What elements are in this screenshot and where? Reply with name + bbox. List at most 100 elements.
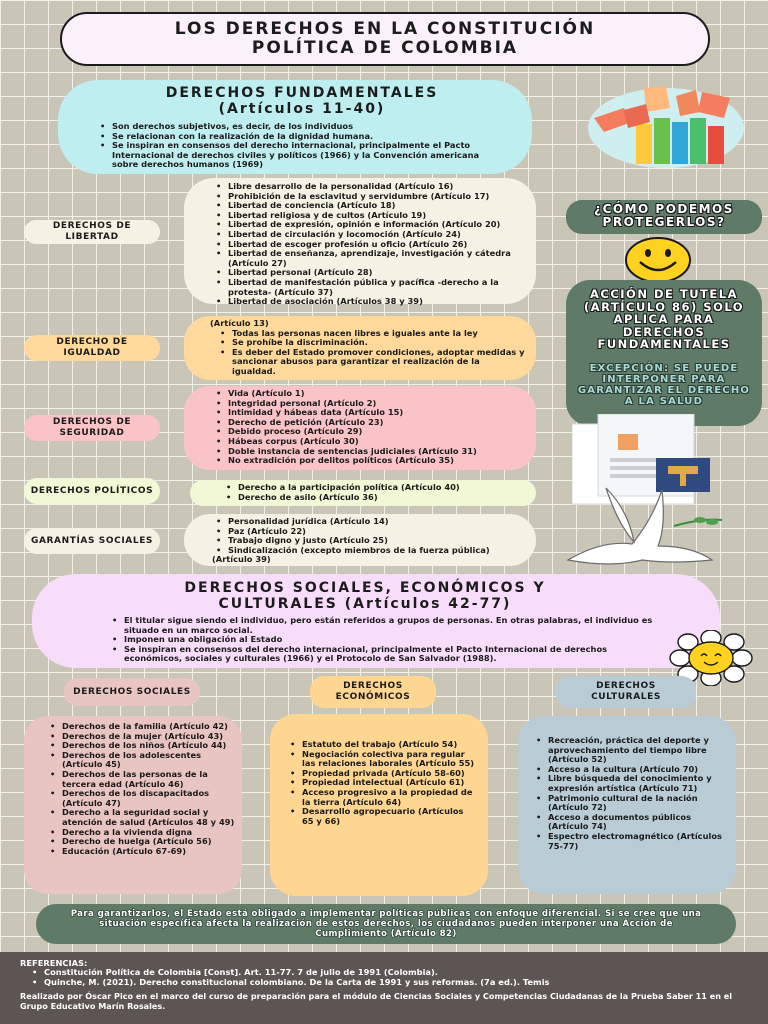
list-item: Desarrollo agropecuario (Artículos 65 y … [288,806,476,826]
politicos-list: Derecho a la participación política (Art… [224,482,526,503]
list-item: Libertad de escoger profesión u oficio (… [214,239,526,250]
page-title-line2: POLÍTICA DE COLOMBIA [251,38,519,58]
politicos-box: Derecho a la participación política (Art… [190,480,536,506]
list-item: Derecho de asilo (Artículo 36) [224,492,526,503]
list-item: Derecho de huelga (Artículo 56) [48,837,236,847]
list-item: Todas las personas nacen libres e iguale… [218,328,526,339]
list-item: Derecho a la participación política (Art… [224,482,526,493]
list-item: No extradición por delitos políticos (Ar… [214,456,526,466]
economicos-box: Estatuto del trabajo (Artículo 54)Negoci… [270,714,488,896]
list-item: Intimidad y hábeas data (Artículo 15) [214,408,526,418]
garantias-box: Personalidad jurídica (Artículo 14)Paz (… [184,514,536,566]
list-item: Propiedad privada (Artículo 58-60) [288,768,476,779]
list-item: Educación (Artículo 67-69) [48,846,236,857]
list-item: Libre búsqueda del conocimiento y expres… [534,774,724,793]
list-item: Prohibición de la esclavitud y servidumb… [214,191,526,202]
list-item: Libertad de conciencia (Artículo 18) [214,201,526,211]
seguridad-box: Vida (Artículo 1)Integridad personal (Ar… [184,386,536,470]
daisy-icon [668,629,754,687]
list-item: Integridad personal (Artículo 2) [214,398,526,409]
page-title-banner: LOS DERECHOS EN LA CONSTITUCIÓN POLÍTICA… [60,12,710,66]
culturales-box: Recreación, práctica del deporte y aprov… [518,716,736,894]
igualdad-list: Todas las personas nacen libres e iguale… [210,328,526,377]
list-item: Propiedad intelectual (Artículo 61) [288,778,476,788]
list-item: Son derechos subjetivos, es decir, de lo… [98,121,506,132]
igualdad-label: DERECHO DE IGUALDAD [24,335,160,361]
sociales-main-box: DERECHOS SOCIALES, ECONÓMICOS Y CULTURAL… [32,574,720,668]
libertad-label: DERECHOS DE LIBERTAD [24,220,160,244]
raised-hands-illustration [584,78,746,170]
dove-icon [562,480,732,572]
legal-document-icon [571,413,720,510]
list-item: Patrimonio cultural de la nación (Artícu… [534,793,724,813]
list-item: Sindicalización (excepto miembros de la … [214,545,526,556]
excepcion-text: EXCEPCIÓN: SE PUEDE INTERPONER PARA GARA… [577,362,751,407]
referencias-title: REFERENCIAS: [20,958,88,968]
economicos-list: Estatuto del trabajo (Artículo 54)Negoci… [288,739,476,826]
list-item: Vida (Artículo 1) [214,388,526,399]
list-item: Libertad de enseñanza, aprendizaje, inve… [214,248,526,268]
referencias-footer: REFERENCIAS: Constitución Política de Co… [0,952,768,1024]
garantias-list: Personalidad jurídica (Artículo 14)Paz (… [214,516,526,556]
libertad-list: Libre desarrollo de la personalidad (Art… [214,181,526,307]
list-item: Acceso a la cultura (Artículo 70) [534,764,724,775]
culturales-list: Recreación, práctica del deporte y aprov… [534,735,724,851]
list-item: Paz (Artículo 22) [214,526,526,537]
fundamentales-list: Son derechos subjetivos, es decir, de lo… [98,121,506,170]
list-item: Libertad de asociación (Artículos 38 y 3… [214,297,526,307]
seguridad-label: DERECHOS DE SEGURIDAD [24,415,160,441]
sociales-main-list: El titular sigue siendo el individuo, pe… [110,615,660,664]
list-item: Libertad de expresión, opinión e informa… [214,220,526,230]
igualdad-intro: (Artículo 13) [210,318,269,328]
list-item: Libertad personal (Artículo 28) [214,268,526,278]
list-item: Derechos de los adolescentes (Artículo 4… [48,750,236,770]
sociales-list: Derechos de la familia (Artículo 42)Dere… [48,721,236,857]
politicos-label: DERECHOS POLÍTICOS [24,478,160,504]
list-item: El titular sigue siendo el individuo, pe… [110,615,660,635]
fundamentales-box: DERECHOS FUNDAMENTALES (Artículos 11-40)… [58,80,532,174]
list-item: Hábeas corpus (Artículo 30) [214,436,526,447]
list-item: Libertad religiosa y de cultos (Artículo… [214,210,526,221]
list-item: Derechos de los niños (Artículo 44) [48,741,236,751]
list-item: Constitución Política de Colombia [Const… [30,967,752,978]
sociales-heading2: CULTURALES (Artículos 42-77) [218,596,512,612]
tutela-text: ACCIÓN DE TUTELA (ARTÍCULO 86) SOLO APLI… [583,287,745,352]
list-item: Doble instancia de sentencias judiciales… [214,446,526,457]
list-item: Derechos de la familia (Artículo 42) [48,721,236,732]
seguridad-list: Vida (Artículo 1)Integridad personal (Ar… [214,388,526,466]
list-item: Derechos de las personas de la tercera e… [48,769,236,789]
list-item: Derechos de los discapacitados (Artículo… [48,788,236,808]
referencias-list: Constitución Política de Colombia [Const… [20,967,752,988]
sociales-label: DERECHOS SOCIALES [64,678,200,706]
garantias-label: GARANTÍAS SOCIALES [24,528,160,554]
economicos-label: DERECHOS ECONÓMICOS [310,676,436,708]
list-item: Se relacionan con la realización de la d… [98,131,506,142]
list-item: Derechos de la mujer (Artículo 43) [48,731,236,742]
garantizar-text: Para garantizarlos, el Estado está oblig… [70,909,702,939]
list-item: Debido proceso (Artículo 29) [214,427,526,437]
page-title-line1: LOS DERECHOS EN LA CONSTITUCIÓN [174,19,596,39]
list-item: Quinche, M. (2021). Derecho constitucion… [30,977,752,988]
sociales-heading1: DERECHOS SOCIALES, ECONÓMICOS Y [184,580,546,596]
list-item: Libertad de circulación y locomoción (Ar… [214,229,526,240]
igualdad-box: (Artículo 13) Todas las personas nacen l… [184,316,536,380]
libertad-box: Libre desarrollo de la personalidad (Art… [184,178,536,307]
tutela-box: ACCIÓN DE TUTELA (ARTÍCULO 86) SOLO APLI… [566,280,762,426]
list-item: Derecho de petición (Artículo 23) [214,417,526,428]
fundamentales-heading1: DERECHOS FUNDAMENTALES [165,85,439,101]
referencias-credit: Realizado por Óscar Pico en el marco del… [20,991,733,1012]
list-item: Trabajo digno y justo (Artículo 25) [214,536,526,546]
list-item: Derecho a la seguridad social y atención… [48,807,236,827]
list-item: Libre desarrollo de la personalidad (Art… [214,181,526,192]
list-item: Recreación, práctica del deporte y aprov… [534,735,724,765]
list-item: Espectro electromagnético (Artículos 75-… [534,831,724,851]
list-item: Acceso a documentos públicos (Artículo 7… [534,812,724,832]
list-item: Es deber del Estado promover condiciones… [218,347,526,377]
list-item: Libertad de manifestación pública y pací… [214,277,526,297]
culturales-label: DERECHOS CULTURALES [556,676,696,708]
fundamentales-heading2: (Artículos 11-40) [218,101,386,117]
garantizar-banner: Para garantizarlos, el Estado está oblig… [36,904,736,944]
list-item: Estatuto del trabajo (Artículo 54) [288,739,476,750]
list-item: Se inspiran en consensos del derecho int… [110,644,660,664]
garantias-tail: (Artículo 39) [212,554,271,565]
